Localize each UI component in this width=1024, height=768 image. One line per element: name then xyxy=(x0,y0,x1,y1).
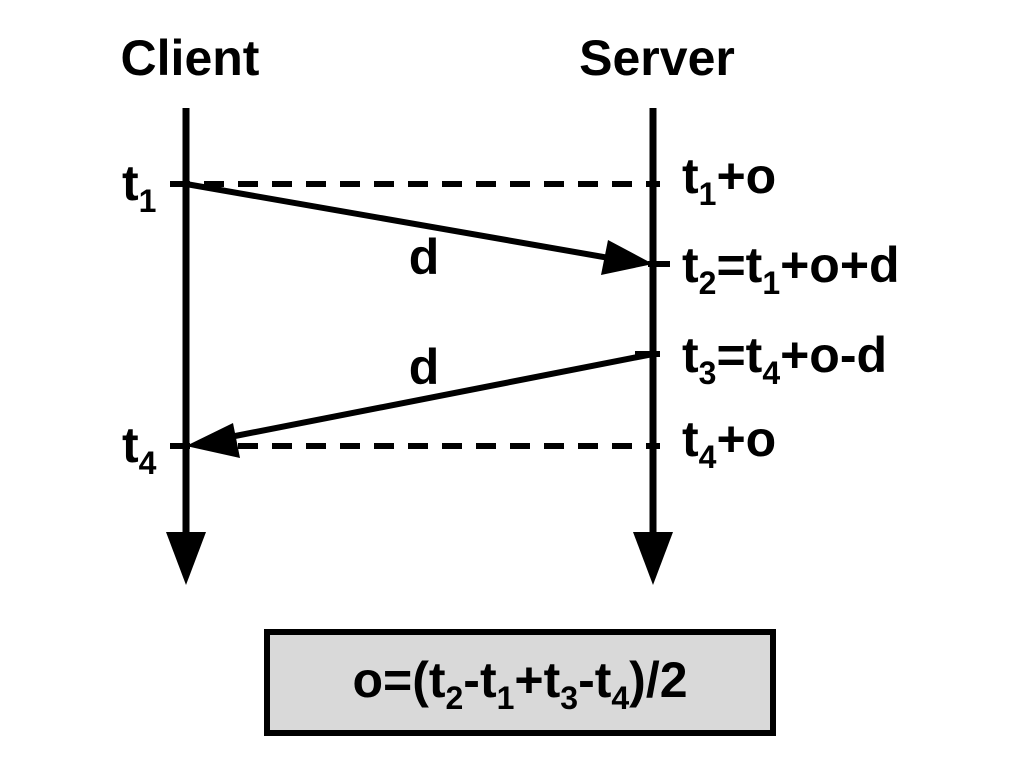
subscript: 2 xyxy=(446,680,464,716)
text-run: )/2 xyxy=(629,652,687,708)
server-title: Server xyxy=(579,30,735,86)
text-run: +o+d xyxy=(780,237,899,293)
subscript: 3 xyxy=(560,680,578,716)
text-run: +o xyxy=(716,411,776,467)
delay-label-response: d xyxy=(409,339,440,395)
server-label-t2: t2=t1+o+d xyxy=(682,237,900,301)
offset-formula: o=(t2-t1+t3-t4)/2 xyxy=(352,652,687,716)
delay-label-request: d xyxy=(409,229,440,285)
client-title: Client xyxy=(121,30,260,86)
text-run: +o xyxy=(716,148,776,204)
server-timeline xyxy=(633,108,673,585)
subscript: 4 xyxy=(762,355,780,391)
subscript: 3 xyxy=(699,355,717,391)
text-run: t xyxy=(682,148,699,204)
text-run: -t xyxy=(578,652,612,708)
text-run: t xyxy=(682,237,699,293)
subscript: 1 xyxy=(762,265,780,301)
subscript: 1 xyxy=(699,176,717,212)
text-run: t xyxy=(682,327,699,383)
server-label-t4-plus-o: t4+o xyxy=(682,411,776,475)
server-label-t1-plus-o: t1+o xyxy=(682,148,776,212)
subscript: 1 xyxy=(497,680,515,716)
text-run: =t xyxy=(716,327,762,383)
text-run: -t xyxy=(463,652,497,708)
subscript: 4 xyxy=(699,439,717,475)
client-timeline xyxy=(166,108,206,585)
text-run: o=(t xyxy=(352,652,445,708)
text-run: +t xyxy=(514,652,560,708)
response-arrow xyxy=(186,351,654,458)
text-run: t xyxy=(682,411,699,467)
client-label-t1: t1 xyxy=(122,155,156,219)
text-run: +o-d xyxy=(780,327,887,383)
server-label-t3: t3=t4+o-d xyxy=(682,327,887,391)
text-run: =t xyxy=(716,237,762,293)
subscript: 4 xyxy=(611,680,629,716)
request-arrow xyxy=(185,181,653,275)
client-label-t4: t4 xyxy=(122,417,157,481)
formula-box: o=(t2-t1+t3-t4)/2 xyxy=(264,629,776,736)
subscript: 2 xyxy=(699,265,717,301)
